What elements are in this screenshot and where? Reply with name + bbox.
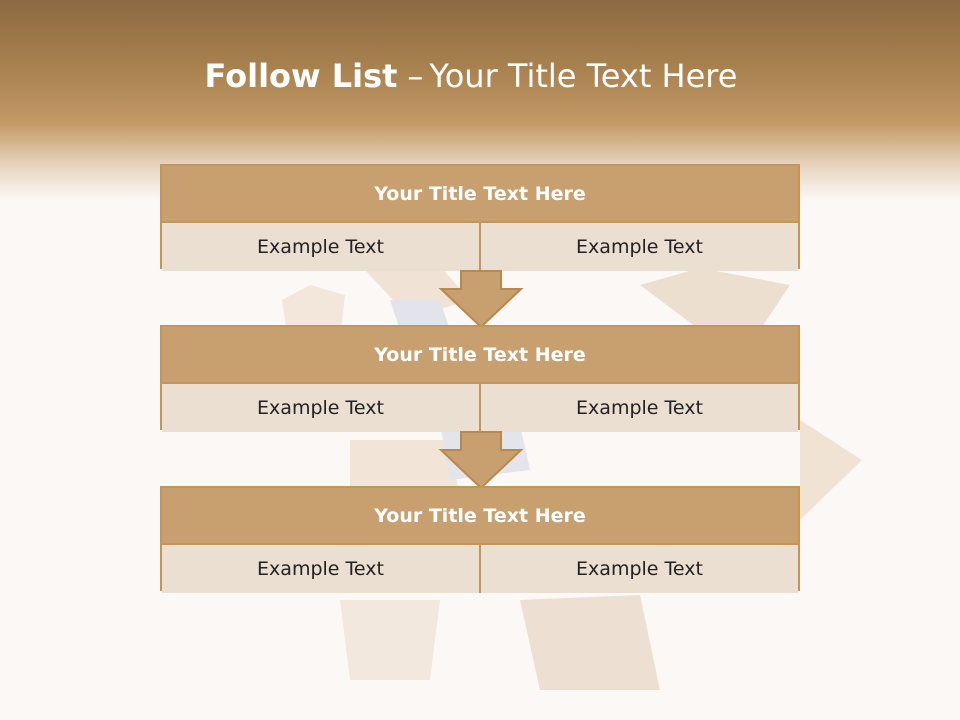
- block-cell-right: Example Text: [479, 384, 798, 432]
- block-cell-left: Example Text: [162, 545, 479, 593]
- block-cell-left: Example Text: [162, 223, 479, 271]
- block-row: Example Text Example Text: [162, 545, 798, 593]
- list-block-3: Your Title Text Here Example Text Exampl…: [160, 486, 800, 593]
- down-arrow-icon: [438, 431, 524, 489]
- block-title: Your Title Text Here: [162, 488, 798, 545]
- down-arrow-icon: [438, 270, 524, 328]
- block-cell-right: Example Text: [479, 223, 798, 271]
- block-title: Your Title Text Here: [162, 166, 798, 223]
- block-row: Example Text Example Text: [162, 223, 798, 271]
- block-row: Example Text Example Text: [162, 384, 798, 432]
- slide-title: Follow List–Your Title Text Here: [0, 55, 942, 97]
- block-cell-right: Example Text: [479, 545, 798, 593]
- slide-title-rest: Your Title Text Here: [429, 57, 738, 95]
- block-cell-left: Example Text: [162, 384, 479, 432]
- list-block-2: Your Title Text Here Example Text Exampl…: [160, 325, 800, 432]
- slide-title-bold: Follow List: [204, 57, 398, 95]
- slide-title-dash: –: [407, 57, 424, 95]
- block-title: Your Title Text Here: [162, 327, 798, 384]
- list-block-1: Your Title Text Here Example Text Exampl…: [160, 164, 800, 271]
